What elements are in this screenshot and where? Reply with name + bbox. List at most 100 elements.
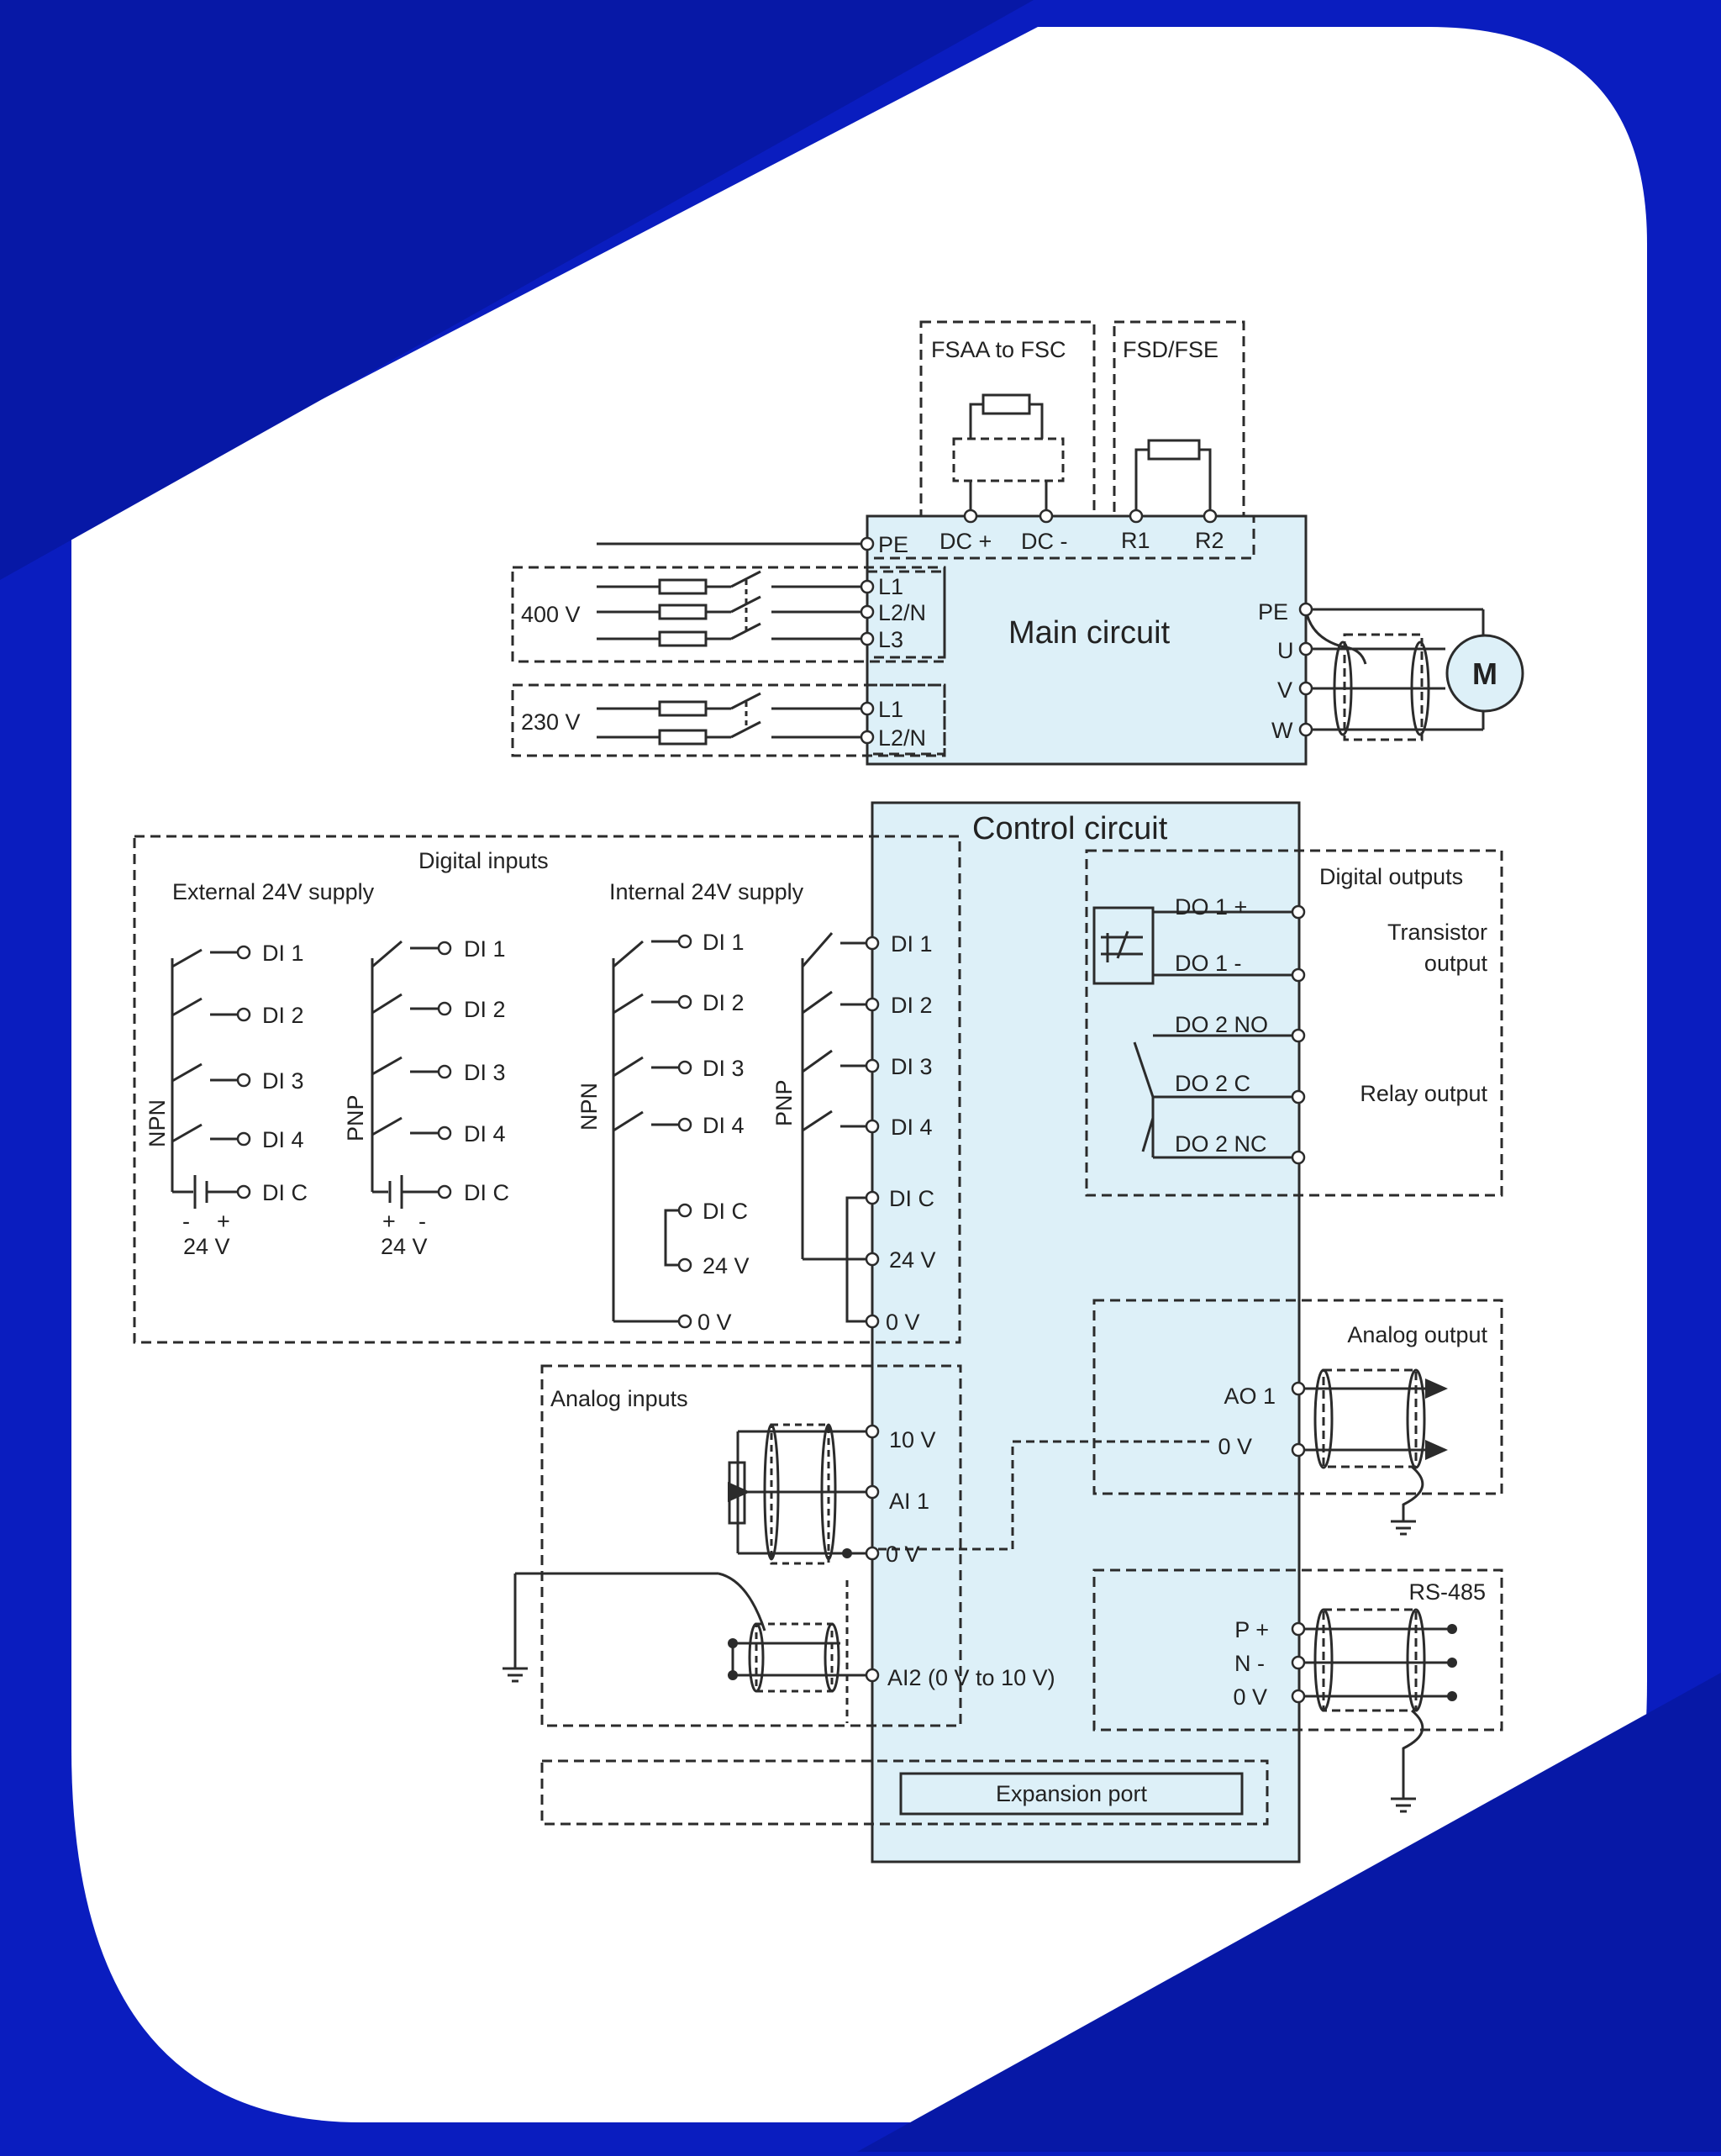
pe-output-label: PE [1258,599,1288,625]
do2-c-label: DO 2 C [1175,1071,1250,1096]
transistor-output [1092,906,1298,985]
expansion-box [540,1759,1269,1826]
external-supply-label: External 24V supply [172,879,375,904]
ext-pnp-dic: DI C [464,1180,509,1205]
ext-npn-24v: 24 V [183,1234,230,1259]
ext-npn-di3: DI 3 [262,1068,304,1094]
transistor-output-label-1: Transistor [1387,920,1487,945]
l3-label: L3 [878,627,903,652]
int-npn-0v: 0 V [697,1310,732,1335]
l1-400-label: L1 [878,574,903,599]
ext-npn-di1: DI 1 [262,941,304,966]
rs485-box [1092,1568,1503,1732]
pe-input-label: PE [878,532,908,557]
ctrl-dic: DI C [889,1186,934,1211]
do2-nc-label: DO 2 NC [1175,1131,1267,1157]
do1-minus-label: DO 1 - [1175,951,1242,976]
u-label: U [1277,638,1294,663]
ext-npn-dic: DI C [262,1180,308,1205]
ctrl-24v: 24 V [889,1247,936,1273]
expansion-port-label: Expansion port [996,1781,1148,1806]
internal-npn-switches [612,940,679,1323]
ext-pnp-di4: DI 4 [464,1121,506,1147]
v-label: V [1277,677,1292,703]
ctrl-di4: DI 4 [891,1115,933,1140]
external-npn-switches [171,948,238,1209]
r2-label: R2 [1195,528,1224,553]
digital-inputs-title: Digital inputs [418,848,549,873]
ext-pnp-di2: DI 2 [464,997,506,1022]
digital-outputs-title: Digital outputs [1319,864,1463,889]
motor-symbol [1445,634,1524,713]
ext-npn-di4: DI 4 [262,1127,304,1152]
int-pnp-label: PNP [771,1079,797,1126]
int-npn-24v: 24 V [703,1253,750,1278]
ctrl-di3: DI 3 [891,1054,933,1079]
ext-pnp-di3: DI 3 [464,1060,506,1085]
w-label: W [1271,718,1293,743]
transistor-output-label-2: output [1424,951,1488,976]
fsd-label: FSD/FSE [1123,337,1218,362]
ext-npn-plus: + [217,1209,230,1234]
rs485-n-label: N - [1234,1651,1265,1676]
ext-pnp-24v: 24 V [381,1234,428,1259]
ai-0v-label: 0 V [886,1542,920,1567]
external-pnp-switches [371,940,439,1209]
dc-plus-label: DC + [939,529,992,554]
corner-accent-top [0,0,1034,580]
l1-230-label: L1 [878,697,903,722]
ext-npn-label: NPN [145,1099,170,1147]
corner-accent-bottom [857,1673,1721,2152]
int-npn-di4: DI 4 [703,1113,745,1138]
ctrl-di2: DI 2 [891,993,933,1018]
terminals [236,509,1313,1704]
expansion-port [899,1772,1244,1816]
relay-output [1133,1034,1298,1159]
rs485-0v-label: 0 V [1233,1684,1267,1710]
analog-inputs-title: Analog inputs [550,1386,688,1411]
int-npn-label: NPN [576,1083,602,1131]
ai1-label: AI 1 [889,1489,929,1514]
ext-npn-di2: DI 2 [262,1003,304,1028]
motor-label: M [1472,656,1497,691]
do2-no-label: DO 2 NO [1175,1012,1268,1037]
voltage-230-label: 230 V [521,709,581,735]
internal-supply-label: Internal 24V supply [609,879,804,904]
ext-pnp-di1: DI 1 [464,936,506,962]
ao-0v-label: 0 V [1218,1434,1252,1459]
main-circuit-title: Main circuit [1008,615,1171,651]
r1-label: R1 [1121,528,1150,553]
int-npn-dic: DI C [703,1199,748,1224]
control-circuit-title: Control circuit [972,811,1168,846]
ao1-label: AO 1 [1224,1384,1276,1409]
rs485-p-label: P + [1234,1617,1269,1642]
supply-230v-lines [597,692,867,746]
ai2-label: AI2 (0 V to 10 V) [887,1665,1055,1690]
supply-400v-box [511,566,946,663]
l2n-400-label: L2/N [878,600,926,625]
supply-230v-box [511,683,946,757]
junction-dots [728,1548,1457,1701]
internal-pnp-switches [801,932,872,1323]
int-npn-di1: DI 1 [703,930,745,955]
voltage-400-label: 400 V [521,602,581,627]
dc-minus-label: DC - [1021,529,1068,554]
int-npn-di2: DI 2 [703,990,745,1015]
ext-npn-minus: - [182,1209,190,1234]
fsaa-label: FSAA to FSC [931,337,1066,362]
ctrl-0v: 0 V [886,1310,920,1335]
analog-output-box [1092,1299,1503,1495]
supply-400v-lines [597,570,867,647]
digital-outputs-box [1085,849,1503,1197]
ctrl-di1: DI 1 [891,931,933,957]
rs485-wiring [1298,1608,1452,1813]
do1-plus-label: DO 1 + [1175,894,1247,920]
analog-inputs-box [540,1364,962,1727]
digital-inputs-box [133,835,961,1344]
analog-input-wiring [503,1423,1210,1723]
relay-output-label: Relay output [1360,1081,1487,1106]
analog-output-wiring [1298,1368,1448,1536]
ext-pnp-minus: - [418,1209,426,1234]
